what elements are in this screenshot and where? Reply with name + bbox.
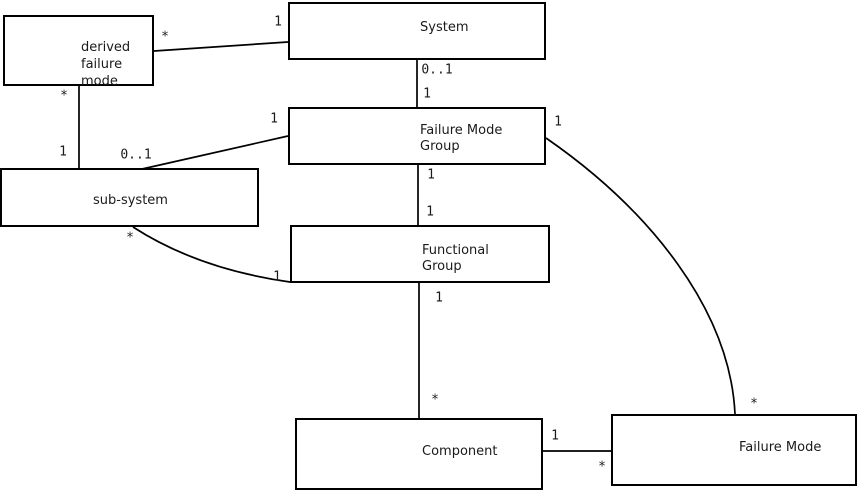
multiplicity-failure-mode-group-failure-mode-near-fm: * (750, 396, 758, 412)
multiplicity-component-failure-mode-near-component: 1 (551, 428, 559, 444)
entity-functional-group: Functional Group (290, 225, 550, 283)
multiplicity-failure-mode-group-failure-mode-near-fmg: 1 (554, 114, 562, 130)
entity-failure-mode: Failure Mode (611, 414, 857, 486)
entity-failure-mode-label: Failure Mode (739, 440, 822, 455)
connector-sub-system-to-functional-group (132, 226, 291, 283)
multiplicity-derived-failure-mode-system-near-derived: * (161, 29, 169, 45)
multiplicity-derived-failure-mode-system-near-system: 1 (274, 14, 282, 30)
entity-failure-mode-group: Failure Mode Group (288, 107, 546, 165)
entity-component-label: Component (422, 444, 498, 459)
connector-failure-mode-group-to-failure-mode (545, 137, 736, 415)
connector-derived-failure-mode-to-system (153, 41, 289, 52)
entity-system: System (288, 2, 546, 60)
entity-derived-failure-mode: derived failure mode (3, 15, 154, 89)
entity-sub-system-label: sub-system (93, 193, 168, 208)
multiplicity-component-failure-mode-near-fm: * (598, 459, 606, 475)
entity-derived-failure-mode-label: derived failure mode (81, 40, 131, 89)
multiplicity-failure-mode-group-functional-group-near-fmg: 1 (427, 167, 435, 183)
entity-functional-group-label: Functional Group (422, 243, 489, 274)
multiplicity-derived-failure-mode-sub-system-near-derived: * (60, 88, 68, 104)
entity-sub-system: sub-system (0, 168, 259, 227)
entity-failure-mode-group-label: Failure Mode Group (420, 123, 503, 154)
multiplicity-failure-mode-group-functional-group-near-fg: 1 (426, 204, 434, 220)
multiplicity-derived-failure-mode-sub-system-near-sub-system: 1 (59, 144, 67, 160)
multiplicity-sub-system-failure-mode-group-near-sub-system: 0..1 (120, 147, 152, 163)
multiplicity-sub-system-failure-mode-group-near-group: 1 (270, 111, 278, 127)
entity-component: Component (295, 418, 543, 490)
multiplicity-functional-group-component-near-fg: 1 (435, 290, 443, 306)
multiplicity-sub-system-functional-group-near-sub-system: * (126, 230, 134, 246)
connector-sub-system-to-failure-mode-group (141, 135, 289, 170)
multiplicity-system-failure-mode-group-near-system: 0..1 (421, 62, 453, 78)
multiplicity-functional-group-component-near-component: * (431, 392, 439, 408)
entity-system-label: System (420, 20, 469, 35)
multiplicity-system-failure-mode-group-near-group: 1 (423, 86, 431, 102)
multiplicity-sub-system-functional-group-near-fg: 1 (273, 269, 281, 285)
